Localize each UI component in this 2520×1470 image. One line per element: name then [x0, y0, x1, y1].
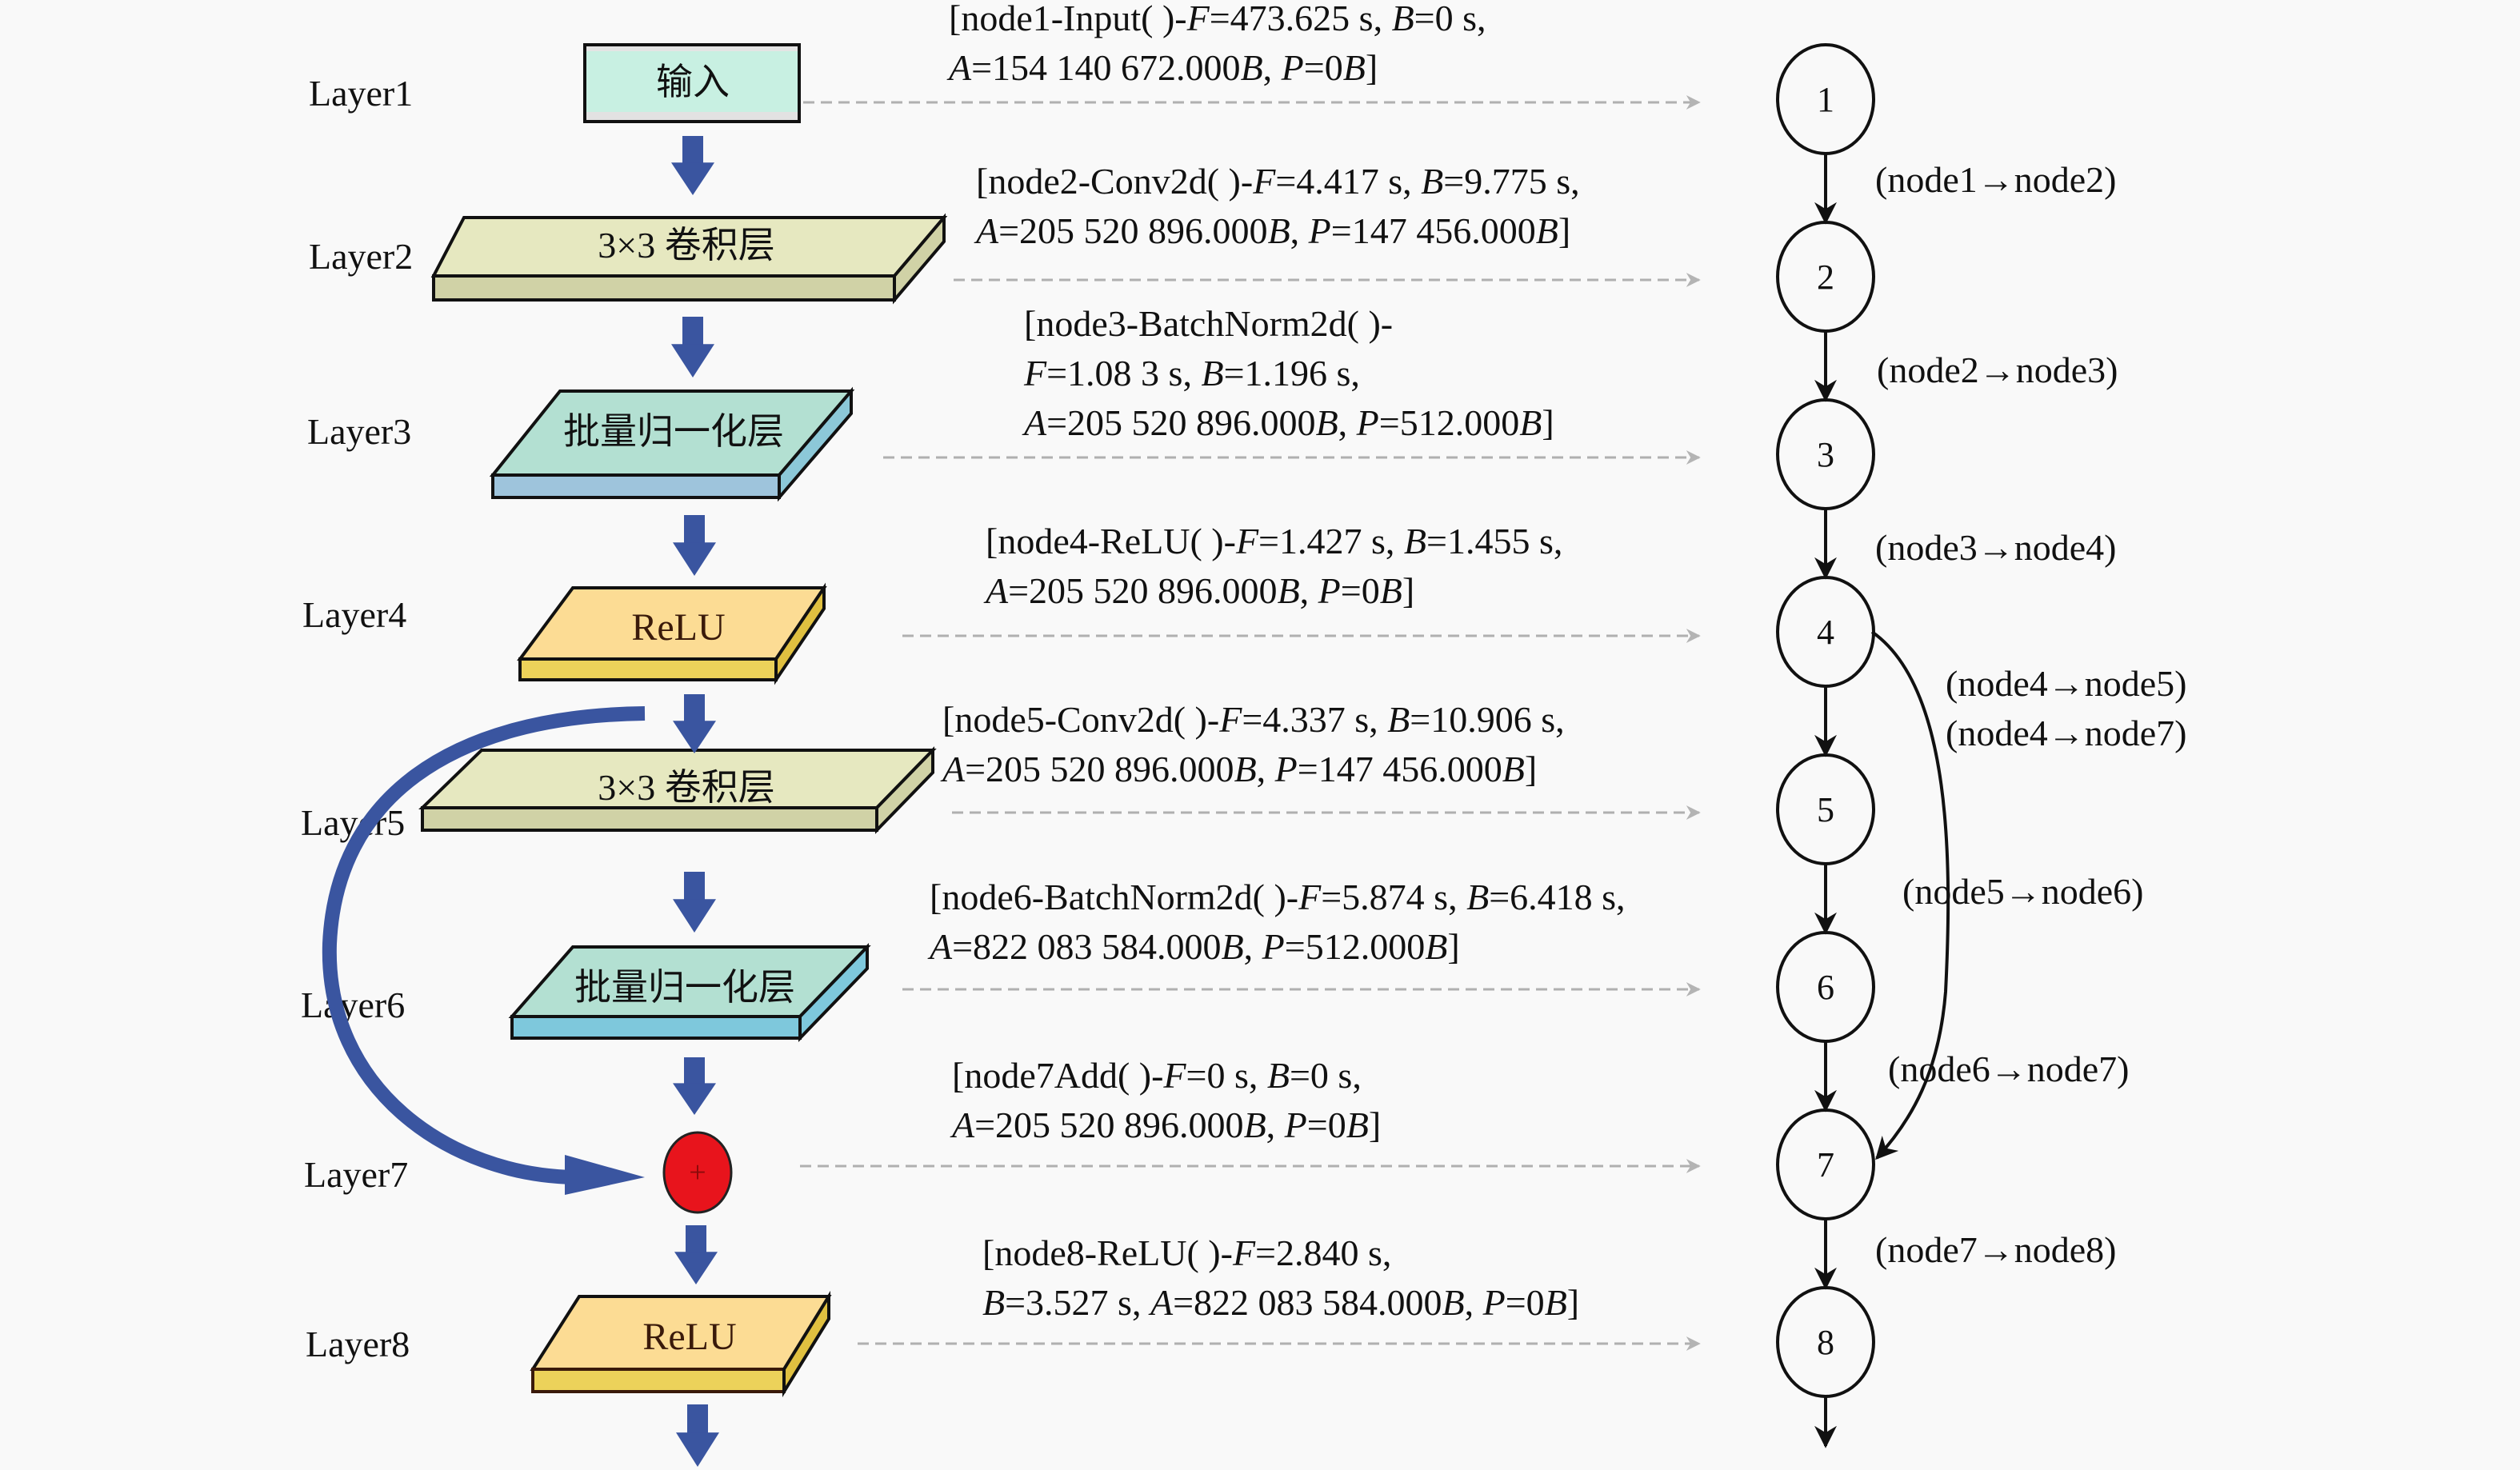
graph-edge-label: (node6→node7) — [1888, 1049, 2129, 1089]
annotation-line: B=3.527 s, A=822 083 584.000B, P=0B] — [982, 1282, 1579, 1323]
layer-labels: Layer1 Layer2 Layer3 Layer4 Layer5 Layer… — [301, 73, 413, 1364]
graph-edge-label: (node4→node7) — [1946, 713, 2186, 753]
graph-node: 2 — [1776, 221, 1875, 333]
annotation-line: [node3-BatchNorm2d( )- — [1024, 303, 1393, 344]
graph-node: 8 — [1776, 1286, 1875, 1398]
bn-block-1: 批量归一化层 — [489, 386, 855, 502]
relu-block-1: ReLU — [517, 582, 827, 685]
annotation-line: A=205 520 896.000B, P=147 456.000B] — [940, 749, 1537, 789]
annotation-line: [node8-ReLU( )-F=2.840 s, — [982, 1232, 1391, 1273]
graph-node-label: 8 — [1817, 1323, 1834, 1362]
relu-block-label: ReLU — [642, 1316, 736, 1358]
conv-block-2: 3×3 卷积层 — [418, 746, 937, 834]
conv-block-label: 3×3 卷积层 — [598, 225, 774, 266]
layer-label: Layer7 — [304, 1154, 408, 1195]
annotation-line: A=205 520 896.000B, P=147 456.000B] — [974, 210, 1570, 251]
node-annotation: [node7Add( )-F=0 s, B=0 s, A=205 520 896.… — [950, 1055, 1381, 1145]
graph-node-label: 2 — [1817, 258, 1834, 297]
bn-block-2: 批量归一化层 — [508, 943, 871, 1042]
layer-label: Layer8 — [306, 1324, 410, 1364]
node-annotation: [node8-ReLU( )-F=2.840 s, B=3.527 s, A=82… — [982, 1232, 1579, 1323]
graph-node: 5 — [1776, 753, 1875, 865]
layer-label: Layer6 — [301, 985, 405, 1025]
layer-label: Layer2 — [309, 236, 413, 277]
flow-arrow-icon — [674, 1225, 718, 1284]
flow-arrow-icon — [673, 1057, 716, 1115]
dependency-graph: 1 2 3 4 5 6 7 8 (node1→node2) (node2→node3) (node3… — [1776, 43, 2186, 1448]
layer-label: Layer4 — [302, 594, 406, 635]
graph-node-label: 4 — [1817, 613, 1834, 652]
node-annotation: [node4-ReLU( )-F=1.427 s, B=1.455 s, A=20… — [983, 521, 1562, 611]
node-annotation: [node2-Conv2d( )-F=4.417 s, B=9.775 s, A=… — [974, 161, 1580, 251]
node-annotations: [node1-Input( )-F=473.625 s, B=0 s, A=154… — [927, 0, 1626, 1323]
bn-block-label: 批量归一化层 — [563, 411, 784, 452]
add-node: + — [662, 1131, 733, 1214]
dashed-links — [800, 95, 1701, 1351]
annotation-line: [node4-ReLU( )-F=1.427 s, B=1.455 s, — [986, 521, 1562, 561]
annotation-line: A=205 520 896.000B, P=512.000B] — [1022, 402, 1554, 443]
input-block-label: 输入 — [656, 62, 730, 102]
plus-icon: + — [689, 1156, 706, 1189]
node-annotation: [node5-Conv2d( )-F=4.337 s, B=10.906 s, A… — [940, 699, 1565, 789]
annotation-line: [node1-Input( )-F=473.625 s, B=0 s, — [949, 0, 1486, 38]
conv-block-1: 3×3 卷积层 — [430, 213, 948, 305]
graph-node: 1 — [1776, 43, 1875, 155]
graph-node-label: 5 — [1817, 790, 1834, 829]
graph-node-label: 3 — [1817, 435, 1834, 474]
graph-edge-label: (node7→node8) — [1875, 1229, 2116, 1270]
annotation-line: F=1.08 3 s, B=1.196 s, — [1023, 353, 1360, 393]
annotation-line: [node7Add( )-F=0 s, B=0 s, — [952, 1055, 1362, 1096]
flow-arrow-icon — [676, 1404, 719, 1467]
flow-arrow-icon — [673, 515, 716, 576]
graph-edge-label: (node5→node6) — [1902, 871, 2143, 912]
layer-label: Layer1 — [309, 73, 413, 114]
graph-edge-label: (node2→node3) — [1877, 350, 2118, 390]
annotation-line: A=822 083 584.000B, P=512.000B] — [927, 926, 1460, 967]
bn-block-label: 批量归一化层 — [574, 967, 795, 1008]
graph-node: 6 — [1776, 931, 1875, 1043]
relu-block-2: ReLU — [530, 1290, 832, 1398]
node-annotation: [node6-BatchNorm2d( )-F=5.874 s, B=6.418… — [927, 877, 1626, 967]
graph-edge-label: (node4→node5) — [1946, 663, 2186, 704]
graph-node-label: 1 — [1817, 80, 1834, 119]
graph-edge-label: (node3→node4) — [1875, 527, 2116, 568]
graph-edge-4-7 — [1870, 630, 1950, 1160]
layer-label: Layer3 — [307, 411, 411, 452]
flow-arrow-icon — [671, 317, 714, 377]
flow-arrow-icon — [673, 872, 716, 933]
input-block: 输入 — [583, 43, 801, 123]
graph-node: 7 — [1776, 1108, 1875, 1220]
graph-node: 4 — [1776, 576, 1875, 688]
graph-node-label: 7 — [1817, 1145, 1834, 1184]
flow-arrow-icon — [671, 136, 714, 195]
annotation-line: A=205 520 896.000B, P=0B] — [983, 570, 1414, 611]
relu-block-label: ReLU — [631, 606, 725, 649]
graph-node: 3 — [1776, 398, 1875, 510]
node-annotation: [node1-Input( )-F=473.625 s, B=0 s, A=154… — [946, 0, 1486, 88]
flow-arrows — [671, 136, 719, 1467]
graph-edge-label: (node1→node2) — [1875, 159, 2116, 200]
annotation-line: A=154 140 672.000B, P=0B] — [946, 47, 1378, 88]
conv-block-label: 3×3 卷积层 — [598, 767, 774, 808]
annotation-line: [node6-BatchNorm2d( )-F=5.874 s, B=6.418… — [930, 877, 1626, 917]
annotation-line: [node5-Conv2d( )-F=4.337 s, B=10.906 s, — [942, 699, 1565, 740]
skip-connection-arrow — [322, 706, 646, 1195]
annotation-line: [node2-Conv2d( )-F=4.417 s, B=9.775 s, — [976, 161, 1580, 202]
node-annotation: [node3-BatchNorm2d( )- F=1.08 3 s, B=1.19… — [1022, 303, 1554, 443]
graph-node-label: 6 — [1817, 968, 1834, 1007]
flow-arrow-icon — [673, 694, 716, 753]
annotation-line: A=205 520 896.000B, P=0B] — [950, 1104, 1381, 1145]
